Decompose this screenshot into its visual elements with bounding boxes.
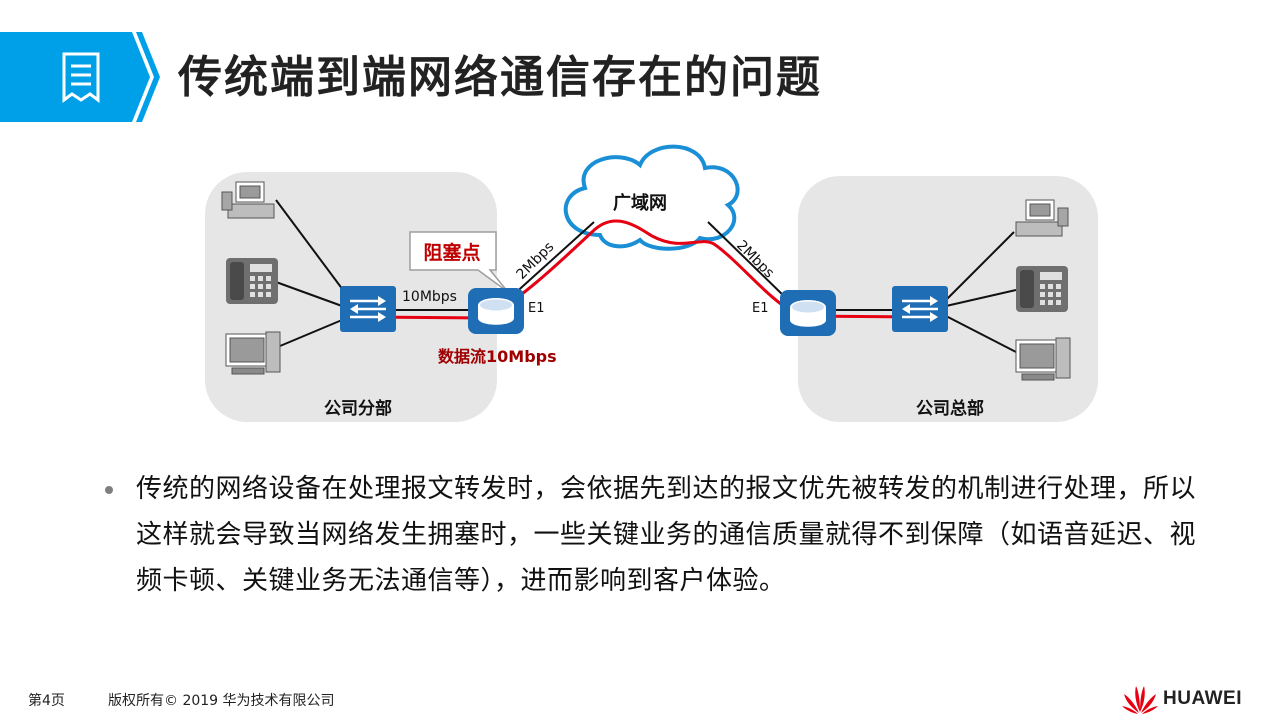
branch-label: 公司分部 bbox=[324, 398, 392, 419]
header-chevron bbox=[0, 32, 160, 122]
bullet-text: 传统的网络设备在处理报文转发时，会依据先到达的报文优先被转发的机制进行处理，所以… bbox=[136, 474, 1197, 596]
cloud-label: 广域网 bbox=[613, 192, 667, 214]
hq-pc-icon bbox=[1015, 337, 1071, 381]
bullet-item: 传统的网络设备在处理报文转发时，会依据先到达的报文优先被转发的机制进行处理，所以… bbox=[100, 466, 1210, 604]
page-number: 第4页 bbox=[28, 693, 65, 709]
copyright: 版权所有© 2019 华为技术有限公司 bbox=[108, 693, 335, 709]
bottleneck-callout bbox=[409, 231, 509, 293]
branch-switch-icon bbox=[340, 286, 396, 332]
flow-label-prefix: 数据流 bbox=[438, 347, 486, 366]
branch-phone-icon bbox=[226, 258, 278, 304]
hq-label: 公司总部 bbox=[916, 398, 984, 419]
page-title: 传统端到端网络通信存在的问题 bbox=[178, 52, 822, 103]
e1-left-label: E1 bbox=[528, 301, 545, 316]
brand-name: HUAWEI bbox=[1163, 688, 1242, 709]
e1-right-label: E1 bbox=[752, 301, 769, 316]
document-icon bbox=[62, 52, 100, 103]
bullet-dot bbox=[105, 486, 113, 494]
hq-switch-icon bbox=[892, 286, 948, 332]
branch-router-icon bbox=[468, 288, 524, 334]
hq-phone-icon bbox=[1016, 266, 1068, 312]
flow-label-speed: 10Mbps bbox=[486, 347, 557, 366]
flow-label: 数据流10Mbps bbox=[438, 347, 557, 366]
branch-workstation-icon bbox=[221, 181, 275, 219]
wan-right-speed-label: 2Mbps bbox=[733, 238, 777, 282]
bottleneck-label: 阻塞点 bbox=[423, 241, 480, 264]
hq-router-icon bbox=[780, 290, 836, 336]
branch-pc-icon bbox=[225, 331, 281, 375]
network-diagram: 广域网 10Mbps 2Mbps 2Mbps E1 E1 阻塞点 数据流10Mb… bbox=[205, 144, 1098, 422]
huawei-logo-icon bbox=[1122, 686, 1158, 714]
data-flow-path bbox=[361, 219, 919, 320]
lan-speed-label: 10Mbps bbox=[402, 289, 457, 305]
hq-workstation-icon bbox=[1015, 199, 1069, 237]
links bbox=[275, 199, 1017, 353]
